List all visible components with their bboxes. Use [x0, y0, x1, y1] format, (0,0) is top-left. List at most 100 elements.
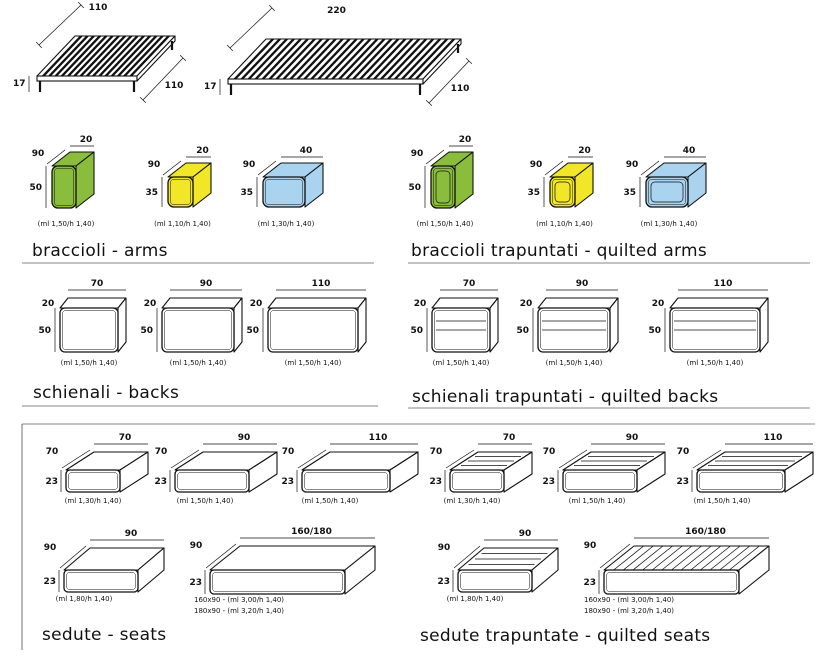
back-note: (ml 1,50/h 1,40) — [61, 359, 118, 367]
dimension-tick — [226, 44, 234, 52]
arm-note: (ml 1,10/h 1,40) — [536, 220, 593, 228]
arm-depth-label: 90 — [530, 160, 543, 170]
arm-quilting — [435, 170, 451, 204]
base-slat — [400, 39, 442, 79]
base-slat — [41, 36, 83, 76]
seat-depth-label: 70 — [430, 447, 443, 457]
box-side-face — [489, 297, 499, 353]
seat-quilt-seam — [700, 545, 731, 571]
seat-width-label: 70 — [119, 433, 132, 443]
dimension-tick — [77, 1, 85, 9]
box-front-face — [549, 176, 576, 208]
arm-depth-label: 90 — [411, 149, 424, 159]
back-width-label: 90 — [576, 279, 589, 289]
seat-note: (ml 1,50/h 1,40) — [694, 497, 751, 505]
box-side-face — [609, 297, 619, 353]
base-slat — [116, 36, 158, 76]
seat-width-label: 90 — [519, 529, 532, 539]
box-front-face — [603, 569, 740, 595]
arm-note: (ml 1,10/h 1,40) — [154, 220, 211, 228]
box-front-inset — [270, 310, 356, 350]
box-front-inset — [265, 179, 303, 205]
arm-depth-line — [544, 160, 564, 176]
box-front-face — [174, 469, 250, 493]
seat-depth-line — [61, 449, 91, 469]
back-height-label: 50 — [246, 326, 259, 336]
arm-depth-line — [425, 149, 445, 165]
seat-height-label: 23 — [429, 477, 442, 487]
base-side-rail — [136, 35, 176, 82]
seat-quilt-seam — [632, 545, 664, 571]
arm-depth-label: 90 — [243, 160, 256, 170]
dimension-line — [142, 57, 184, 101]
box-front-face — [167, 176, 194, 208]
base-front-rail — [227, 78, 424, 85]
box-front-face — [161, 307, 235, 353]
arm-quilting — [650, 181, 684, 203]
base-height-label: 17 — [13, 79, 26, 89]
back-note: (ml 1,50/h 1,40) — [170, 359, 227, 367]
back-depth-label: 20 — [144, 299, 157, 309]
arm-width-label: 20 — [196, 146, 209, 156]
back-depth-label: 20 — [250, 299, 263, 309]
seat-quilt-seam — [709, 545, 741, 571]
seat-depth-label: 90 — [584, 541, 597, 551]
seats-heading: sedute - seats — [42, 625, 166, 645]
base-slat — [240, 39, 282, 79]
seat-depth-line — [205, 543, 237, 569]
box-front-inset — [672, 310, 758, 350]
base-slat — [379, 39, 421, 79]
box-front-face — [457, 569, 533, 593]
box-front-face — [63, 569, 139, 593]
back-depth-label: 20 — [520, 299, 533, 309]
back-height-label: 50 — [516, 326, 529, 336]
seat-height-label: 23 — [281, 477, 294, 487]
base-slat — [323, 39, 366, 79]
seat-height-label: 23 — [45, 477, 58, 487]
base-slat — [60, 36, 102, 76]
arm-depth-line — [46, 149, 66, 165]
seat-depth-line — [297, 449, 327, 469]
box-front-inset — [62, 310, 116, 350]
base-slat — [344, 39, 386, 79]
box-front-inset — [433, 168, 453, 206]
box-top-face — [431, 297, 499, 309]
box-front-face — [262, 176, 306, 208]
box-top-face — [59, 297, 127, 309]
box-front-face — [209, 569, 346, 595]
box-side-face — [117, 297, 127, 353]
box-front-inset — [66, 572, 136, 590]
dimension-tick — [35, 41, 43, 49]
back-height-label: 50 — [38, 326, 51, 336]
back-note: (ml 1,50/h 1,40) — [687, 359, 744, 367]
dimension-tick — [268, 4, 276, 12]
arm-width-label: 40 — [300, 146, 313, 156]
base-slat — [110, 36, 152, 76]
seat-note: (ml 1,50/h 1,40) — [302, 497, 359, 505]
seat-width-label: 160/180 — [291, 527, 332, 537]
seat-depth-label: 90 — [44, 543, 57, 553]
base-slat — [386, 39, 428, 79]
seat-quilt-seam — [661, 545, 693, 571]
seat-height-label: 23 — [583, 578, 596, 588]
back-depth-label: 20 — [414, 299, 427, 309]
base-slat — [233, 39, 275, 79]
dimension-tick — [139, 96, 147, 104]
box-front-face — [562, 469, 638, 493]
arm-note: (ml 1,30/h 1,40) — [641, 220, 698, 228]
base-slat — [72, 36, 115, 76]
